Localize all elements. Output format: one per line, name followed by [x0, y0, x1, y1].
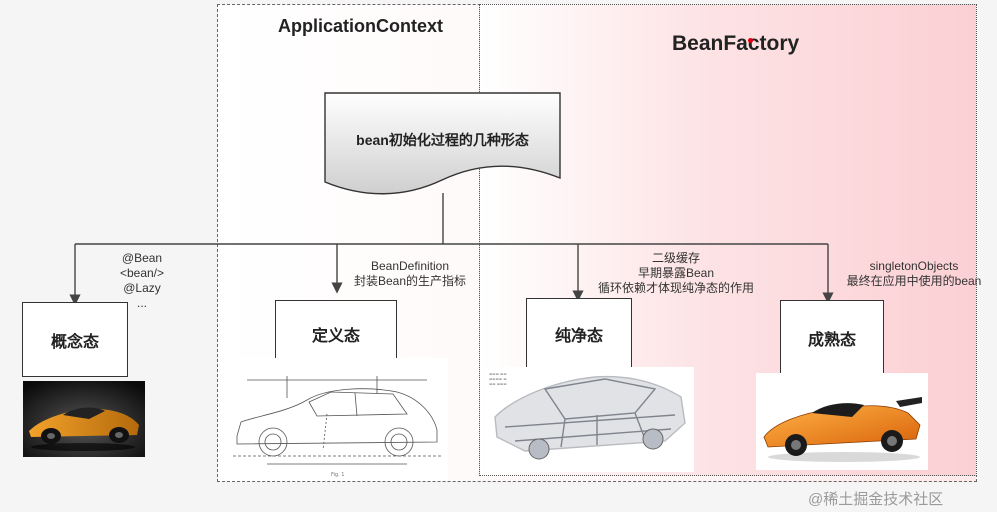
annotation-pure: 二级缓存 早期暴露Bean 循环依赖才体现纯净态的作用 [583, 251, 769, 296]
watermark: @稀土掘金技术社区 [808, 491, 944, 508]
state-label: 纯净态 [554, 328, 603, 345]
svg-text:Fig. 1: Fig. 1 [331, 472, 344, 478]
annotation-mature: singletonObjects 最终在应用中使用的bean [836, 259, 992, 289]
accent-dot [748, 38, 753, 43]
mature-car-image [756, 373, 928, 470]
state-box-mature: 成熟态 [780, 300, 884, 375]
state-box-definition: 定义态 [275, 300, 397, 368]
state-box-concept: 概念态 [22, 302, 128, 377]
annotation-line: 早期暴露Bean [637, 266, 715, 280]
bean-factory-title: BeanFactory [672, 32, 800, 55]
state-box-pure: 纯净态 [526, 298, 632, 370]
blueprint-drawing-image: Fig. 1 [227, 358, 448, 481]
svg-text:▬▬▬ ▬▬: ▬▬▬ ▬▬ [489, 372, 507, 376]
state-label: 定义态 [311, 328, 360, 345]
annotation-line: 封装Bean的生产指标 [353, 274, 467, 288]
state-label: 概念态 [50, 333, 99, 351]
annotation-line: BeanDefinition [370, 259, 450, 273]
annotation-line: singletonObjects [869, 259, 959, 273]
annotation-line: 循环依赖才体现纯净态的作用 [597, 281, 754, 295]
body-in-white-image: ▬▬▬ ▬▬▬▬▬▬ ▬▬▬ ▬▬▬ [485, 367, 694, 472]
annotation-line: @Lazy [123, 281, 161, 295]
annotation-line: @Bean [121, 251, 163, 265]
svg-text:▬▬ ▬▬▬: ▬▬ ▬▬▬ [489, 382, 507, 386]
annotation-line: 二级缓存 [651, 251, 700, 265]
concept-car-image [23, 381, 145, 457]
annotation-line: <bean/> [119, 266, 165, 280]
application-context-title: ApplicationContext [278, 16, 443, 36]
svg-text:▬▬▬▬ ▬: ▬▬▬▬ ▬ [489, 377, 507, 381]
annotation-line: ... [136, 296, 147, 310]
annotation-line: 最终在应用中使用的bean [846, 274, 982, 288]
state-label: 成熟态 [807, 331, 856, 349]
annotation-definition: BeanDefinition 封装Bean的生产指标 [345, 259, 475, 289]
annotation-concept: @Bean <bean/> @Lazy ... [112, 251, 172, 311]
root-node-shape [324, 92, 561, 195]
root-node-label: bean初始化过程的几种形态 [356, 132, 529, 148]
